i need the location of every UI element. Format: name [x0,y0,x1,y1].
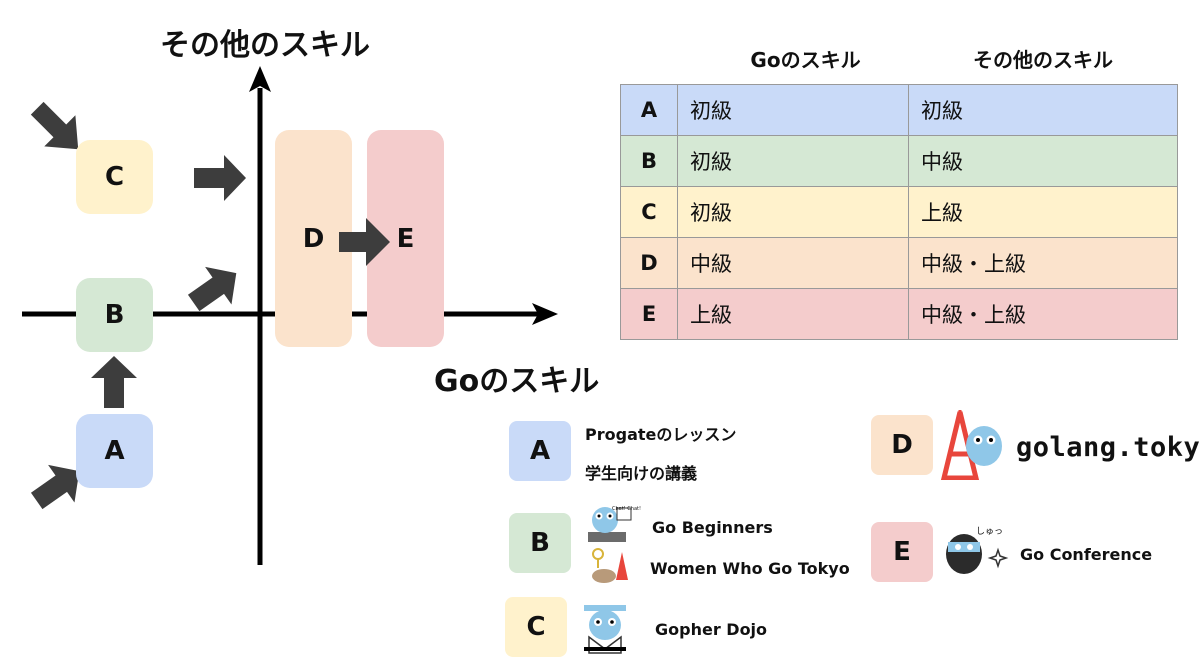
arrow-d-to-e [339,218,390,266]
legend-e-item-go-conference: Go Conference [1020,545,1153,564]
table-row: A 初級 初級 [620,84,1178,136]
arrow-a-to-b [91,356,137,408]
box-d-label: D [302,223,325,254]
row-other-level: 上級 [908,186,1178,238]
x-axis-label: Goのスキル [434,364,600,399]
table-row: B 初級 中級 [620,135,1178,187]
golang-tokyo-logo-text: golang.tokyo [1016,432,1200,463]
box-b: B [76,278,153,352]
row-go-level: 上級 [677,288,909,340]
row-key: A [620,84,678,136]
box-e: E [367,130,444,347]
y-axis-label: その他のスキル [160,28,370,63]
box-a: A [76,414,153,488]
arrow-c-right [194,155,246,201]
row-other-level: 中級・上級 [908,288,1178,340]
row-other-level: 中級・上級 [908,237,1178,289]
row-key: C [620,186,678,238]
arrow-into-c [30,101,79,150]
go-beginners-badge: Chat! Chat! [612,506,641,512]
arrow-into-a [30,464,80,510]
row-go-level: 初級 [677,135,909,187]
row-go-level: 中級 [677,237,909,289]
legend-b-item-go-beginners: Go Beginners [652,518,773,537]
legend-a-item-progate: Progateのレッスン [585,425,737,444]
legend-box-a: A [509,421,571,481]
row-key: E [620,288,678,340]
go-conference-ninja-gopher-icon [946,534,1009,574]
legend-box-d: D [871,415,933,475]
arrow-b-upright [187,266,237,312]
go-conference-badge: しゅっ [976,527,1004,537]
legend-b-item-women-who-go: Women Who Go Tokyo [650,559,850,578]
legend-a-item-lecture: 学生向けの講義 [585,464,698,483]
row-key: B [620,135,678,187]
y-axis [249,66,271,565]
legend-box-e: E [871,522,933,582]
row-go-level: 初級 [677,84,909,136]
table-header-other: その他のスキル [973,48,1113,72]
women-who-go-gopher-icon [592,548,628,583]
go-beginners-gopher-icon [588,507,632,542]
legend-c-item-gopher-dojo: Gopher Dojo [655,620,768,639]
table-header-go: Goのスキル [750,48,861,72]
table-row: E 上級 中級・上級 [620,288,1178,340]
gopher-dojo-icon [584,605,626,654]
row-go-level: 初級 [677,186,909,238]
box-e-label: E [396,223,415,254]
skills-table: A 初級 初級 B 初級 中級 C 初級 上級 D 中級 中級・上級 E 上級 … [620,84,1178,340]
row-other-level: 中級 [908,135,1178,187]
table-row: D 中級 中級・上級 [620,237,1178,289]
row-key: D [620,237,678,289]
golang-tokyo-gopher-icon [940,410,1002,480]
legend-box-b: B [509,513,571,573]
table-row: C 初級 上級 [620,186,1178,238]
legend-box-c: C [505,597,567,657]
box-c: C [76,140,153,214]
row-other-level: 初級 [908,84,1178,136]
